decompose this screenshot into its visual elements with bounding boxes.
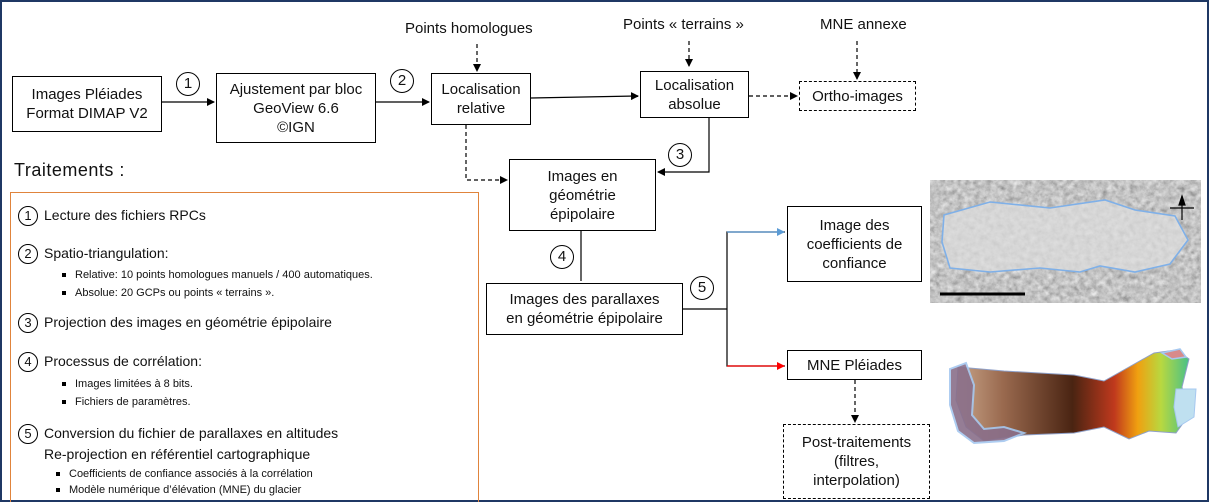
treatment-number-4: 4 <box>18 352 38 372</box>
treatment-reprojection: Re-projection en référentiel cartographi… <box>44 446 311 462</box>
treatment-step-5: Conversion du fichier de parallaxes en a… <box>44 425 339 441</box>
box-bundle-adjustment: Ajustement par bloc GeoView 6.6 ©IGN <box>216 73 376 143</box>
box-absolute-localisation: Localisation absolue <box>640 71 749 118</box>
step-number-3: 3 <box>668 143 692 167</box>
treatment-number-2: 2 <box>18 244 38 264</box>
box-mne-pleiades: MNE Pléiades <box>787 350 922 380</box>
treatment-number-5: 5 <box>18 424 38 444</box>
treatment-reprojection-sub-1: Coefficients de confiance associés à la … <box>56 468 313 480</box>
box-post-processing: Post-traitements (filtres, interpolation… <box>783 424 930 499</box>
box-parallax-images: Images des parallaxes en géométrie épipo… <box>486 283 683 335</box>
treatment-step-3: Projection des images en géométrie épipo… <box>44 314 332 330</box>
treatments-title: Traitements : <box>14 160 125 180</box>
treatment-number-3: 3 <box>18 313 38 333</box>
box-confidence-image: Image des coefficients de confiance <box>787 206 922 282</box>
input-ground-points: Points « terrains » <box>623 16 744 33</box>
step-number-2: 2 <box>390 69 414 93</box>
box-pleiades-images: Images Pléiades Format DIMAP V2 <box>12 76 162 132</box>
treatment-step-2: Spatio-triangulation: <box>44 245 169 261</box>
treatment-step-4-sub-2: Fichiers de paramètres. <box>62 396 191 408</box>
treatments-panel <box>10 192 479 502</box>
treatment-step-2-sub-2: Absolue: 20 GCPs ou points « terrains ». <box>62 287 274 299</box>
mne-colour-image <box>949 348 1197 445</box>
treatment-step-2-sub-1: Relative: 10 points homologues manuels /… <box>62 269 373 281</box>
treatment-step-1: Lecture des fichiers RPCs <box>44 207 206 223</box>
step-number-5: 5 <box>690 276 714 300</box>
treatment-step-4: Processus de corrélation: <box>44 353 202 369</box>
input-dem-annex: MNE annexe <box>820 16 907 33</box>
step-number-4: 4 <box>550 245 574 269</box>
box-epipolar-images: Images en géométrie épipolaire <box>509 159 656 231</box>
step-number-1: 1 <box>176 72 200 96</box>
treatment-reprojection-sub-2: Modèle numérique d’élévation (MNE) du gl… <box>56 484 301 496</box>
input-homologous-points: Points homologues <box>405 20 533 37</box>
box-relative-localisation: Localisation relative <box>431 73 531 125</box>
treatment-step-4-sub-1: Images limitées à 8 bits. <box>62 378 193 390</box>
confidence-map-image <box>930 180 1201 303</box>
treatment-number-1: 1 <box>18 206 38 226</box>
box-ortho-images: Ortho-images <box>799 81 916 111</box>
